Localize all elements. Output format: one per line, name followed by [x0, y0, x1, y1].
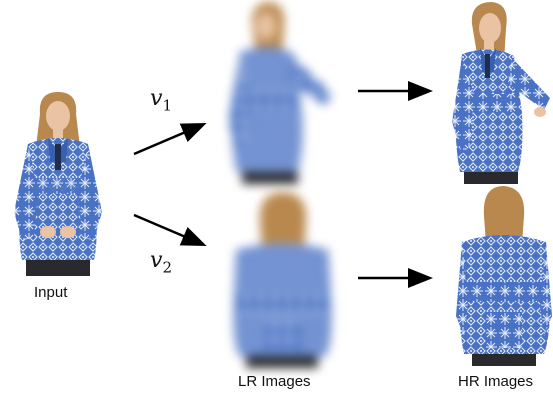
hr-image-view-1 [452, 2, 550, 184]
hr-image-view-2 [456, 186, 552, 366]
lr-images-caption: LR Images [238, 373, 311, 390]
view-label-v1: v1 [150, 86, 172, 114]
view-symbol: v [150, 86, 163, 111]
lr-image-view-1 [228, 2, 332, 184]
view-subscript: 1 [162, 96, 172, 115]
right-arrow-icon [133, 213, 207, 246]
lr-image-view-2 [233, 192, 332, 368]
view-symbol: v [150, 248, 163, 273]
right-arrow-icon [133, 123, 207, 156]
view-label-v2: v2 [150, 248, 172, 276]
input-caption: Input [34, 284, 68, 301]
input-person-image [14, 92, 102, 276]
hr-images-caption: HR Images [458, 373, 534, 390]
view-subscript: 2 [162, 258, 172, 277]
